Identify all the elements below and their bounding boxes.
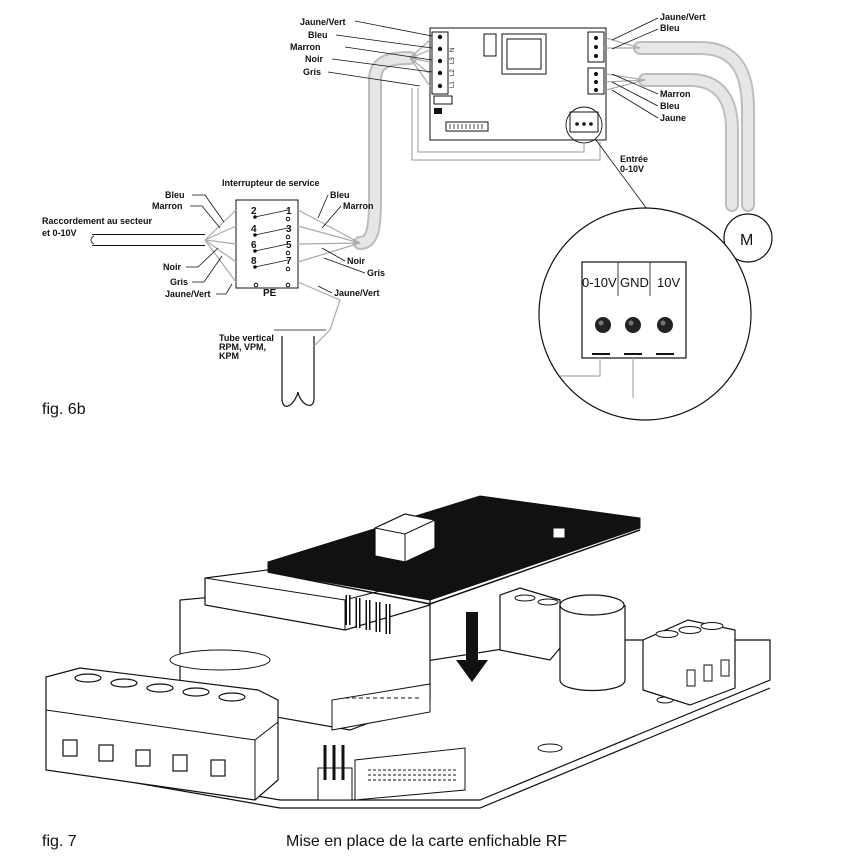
- mains-label-2: et 0-10V: [42, 228, 77, 238]
- svg-text:7: 7: [286, 256, 292, 267]
- wire-label-left-jaune-vert: Jaune/Vert: [300, 17, 346, 27]
- fig7-illustration: fig. 7 Mise en place de la carte enficha…: [42, 495, 771, 850]
- svg-text:5: 5: [286, 240, 292, 251]
- wire-label-right-bleu: Bleu: [660, 23, 680, 33]
- switch-label-right-jaune-vert: Jaune/Vert: [334, 288, 380, 298]
- wire-label-right-bleu-lower: Bleu: [660, 101, 680, 111]
- svg-text:1: 1: [286, 206, 292, 217]
- switch-label-right-marron: Marron: [343, 201, 374, 211]
- zoom-terminal-0-10v: 0-10V: [582, 275, 617, 290]
- zoom-screw-1: [595, 317, 611, 333]
- insertion-arrow: [456, 612, 488, 682]
- switch-label-right-gris: Gris: [367, 268, 385, 278]
- fig6b-caption: fig. 6b: [42, 401, 86, 418]
- switch-label-left-jaune-vert: Jaune/Vert: [165, 289, 211, 299]
- terminal-block-right: [642, 619, 736, 706]
- terminal-n: N: [450, 48, 456, 52]
- mounting-hole-1: [537, 743, 563, 753]
- wire-label-left-bleu: Bleu: [308, 30, 328, 40]
- motor-symbol: [723, 213, 773, 263]
- input-terminal: [569, 111, 599, 133]
- terminal-l1: L1: [450, 81, 456, 88]
- wire-label-left-gris: Gris: [303, 67, 321, 77]
- vertical-tube: [281, 336, 315, 407]
- cable-left: [353, 51, 417, 250]
- switch-label-right-bleu: Bleu: [330, 190, 350, 200]
- zoom-screw-3: [657, 317, 673, 333]
- input-label-voltage: 0-10V: [620, 164, 644, 174]
- switch-label-left-gris: Gris: [170, 277, 188, 287]
- zoom-terminal-gnd: GND: [620, 275, 649, 290]
- switch-label-right-noir: Noir: [347, 256, 365, 266]
- svg-text:3: 3: [286, 224, 292, 235]
- wire-label-left-marron: Marron: [290, 42, 321, 52]
- switch-label-left-noir: Noir: [163, 262, 181, 272]
- terminal-l2: L2: [450, 69, 456, 76]
- fig7-caption: fig. 7: [42, 833, 77, 850]
- rf-card: [267, 495, 641, 601]
- svg-text:4: 4: [251, 224, 257, 235]
- zoom-terminal-10v: 10V: [657, 275, 680, 290]
- svg-text:2: 2: [251, 206, 257, 217]
- wire-label-right-jaune-vert: Jaune/Vert: [660, 12, 706, 22]
- svg-text:8: 8: [251, 256, 257, 267]
- zoom-screw-2: [625, 317, 641, 333]
- dip-switch: [445, 121, 489, 132]
- fig7-title: Mise en place de la carte enfichable RF: [286, 833, 567, 850]
- switch-pe-label: PE: [263, 288, 277, 299]
- input-label: Entrée: [620, 154, 648, 164]
- mains-label: Raccordement au secteur: [42, 216, 153, 226]
- capacitor: [559, 605, 626, 692]
- svg-text:6: 6: [251, 240, 257, 251]
- transformer: [501, 33, 547, 75]
- wire-label-right-marron: Marron: [660, 89, 691, 99]
- fig6b-diagram: N L3 L2 L1 Jaune/Vert Bleu Marron Noir G…: [42, 12, 773, 421]
- tube-label-models: RPM, VPM,: [219, 342, 266, 352]
- wire-label-right-jaune: Jaune: [660, 113, 686, 123]
- rf-card-led: [552, 527, 566, 539]
- tube-label-models-2: KPM: [219, 351, 239, 361]
- switch-title: Interrupteur de service: [222, 178, 320, 188]
- terminal-l3: L3: [450, 57, 456, 64]
- zoom-terminal-block: [581, 261, 687, 359]
- ribbon-connector: [354, 747, 466, 801]
- switch-label-left-marron: Marron: [152, 201, 183, 211]
- switch-label-left-bleu: Bleu: [165, 190, 185, 200]
- wire-label-left-noir: Noir: [305, 54, 323, 64]
- tube-label: Tube vertical: [219, 333, 274, 343]
- motor-label: M: [740, 232, 753, 249]
